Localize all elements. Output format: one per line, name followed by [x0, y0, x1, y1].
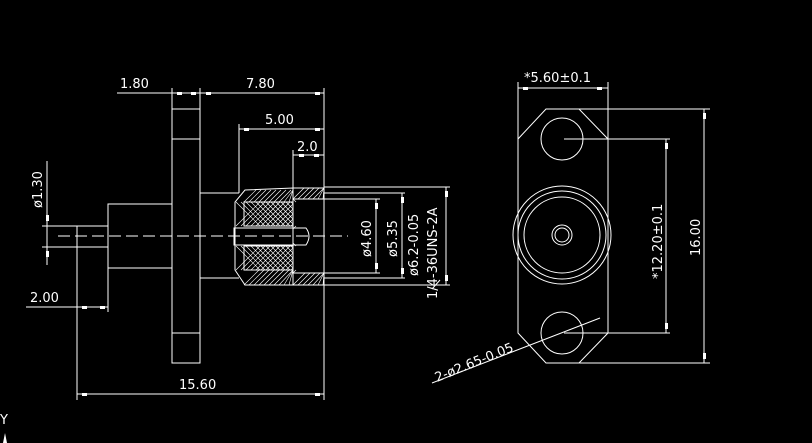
- connector-outer-circle: [512, 185, 612, 285]
- dim-thread-end: 2.0: [297, 140, 318, 155]
- ucs-y-label: Y: [0, 413, 8, 428]
- dim-bore-2: ø5.35: [386, 220, 401, 257]
- dim-bore-1: ø4.60: [360, 220, 375, 257]
- dim-pin-diameter: ø1.30: [31, 171, 46, 208]
- front-view-dimensions: *5.60±0.1 *12.20±0.1 16.00 2-ø2.65-0.05: [431, 71, 710, 386]
- side-view-dimensions: 1.80 7.80 5.00 2.0 ø1.30 2.00 15.60: [26, 77, 450, 400]
- dim-height: 16.00: [689, 219, 704, 256]
- dim-bore-3: ø6.2-0.05: [407, 214, 422, 276]
- dim-thread-spec: 1/4-36UNS-2A: [426, 207, 441, 299]
- dim-flange-thickness: 1.80: [120, 77, 149, 92]
- dim-holes: 2-ø2.65-0.05: [433, 341, 516, 386]
- dim-width: *5.60±0.1: [524, 71, 591, 86]
- dim-hole-spacing: *12.20±0.1: [651, 204, 666, 279]
- front-view: [512, 108, 612, 364]
- dim-body-length: 7.80: [246, 77, 275, 92]
- dim-overall-length: 15.60: [179, 378, 216, 393]
- dim-thread-length: 5.00: [265, 113, 294, 128]
- dim-pin-length: 2.00: [30, 291, 59, 306]
- center-contact: [233, 227, 310, 246]
- center-contact-circle: [551, 224, 573, 246]
- hole-leader-line: [431, 317, 601, 384]
- flange-outline: [517, 108, 609, 364]
- ucs-axis-icon: Y: [0, 413, 8, 443]
